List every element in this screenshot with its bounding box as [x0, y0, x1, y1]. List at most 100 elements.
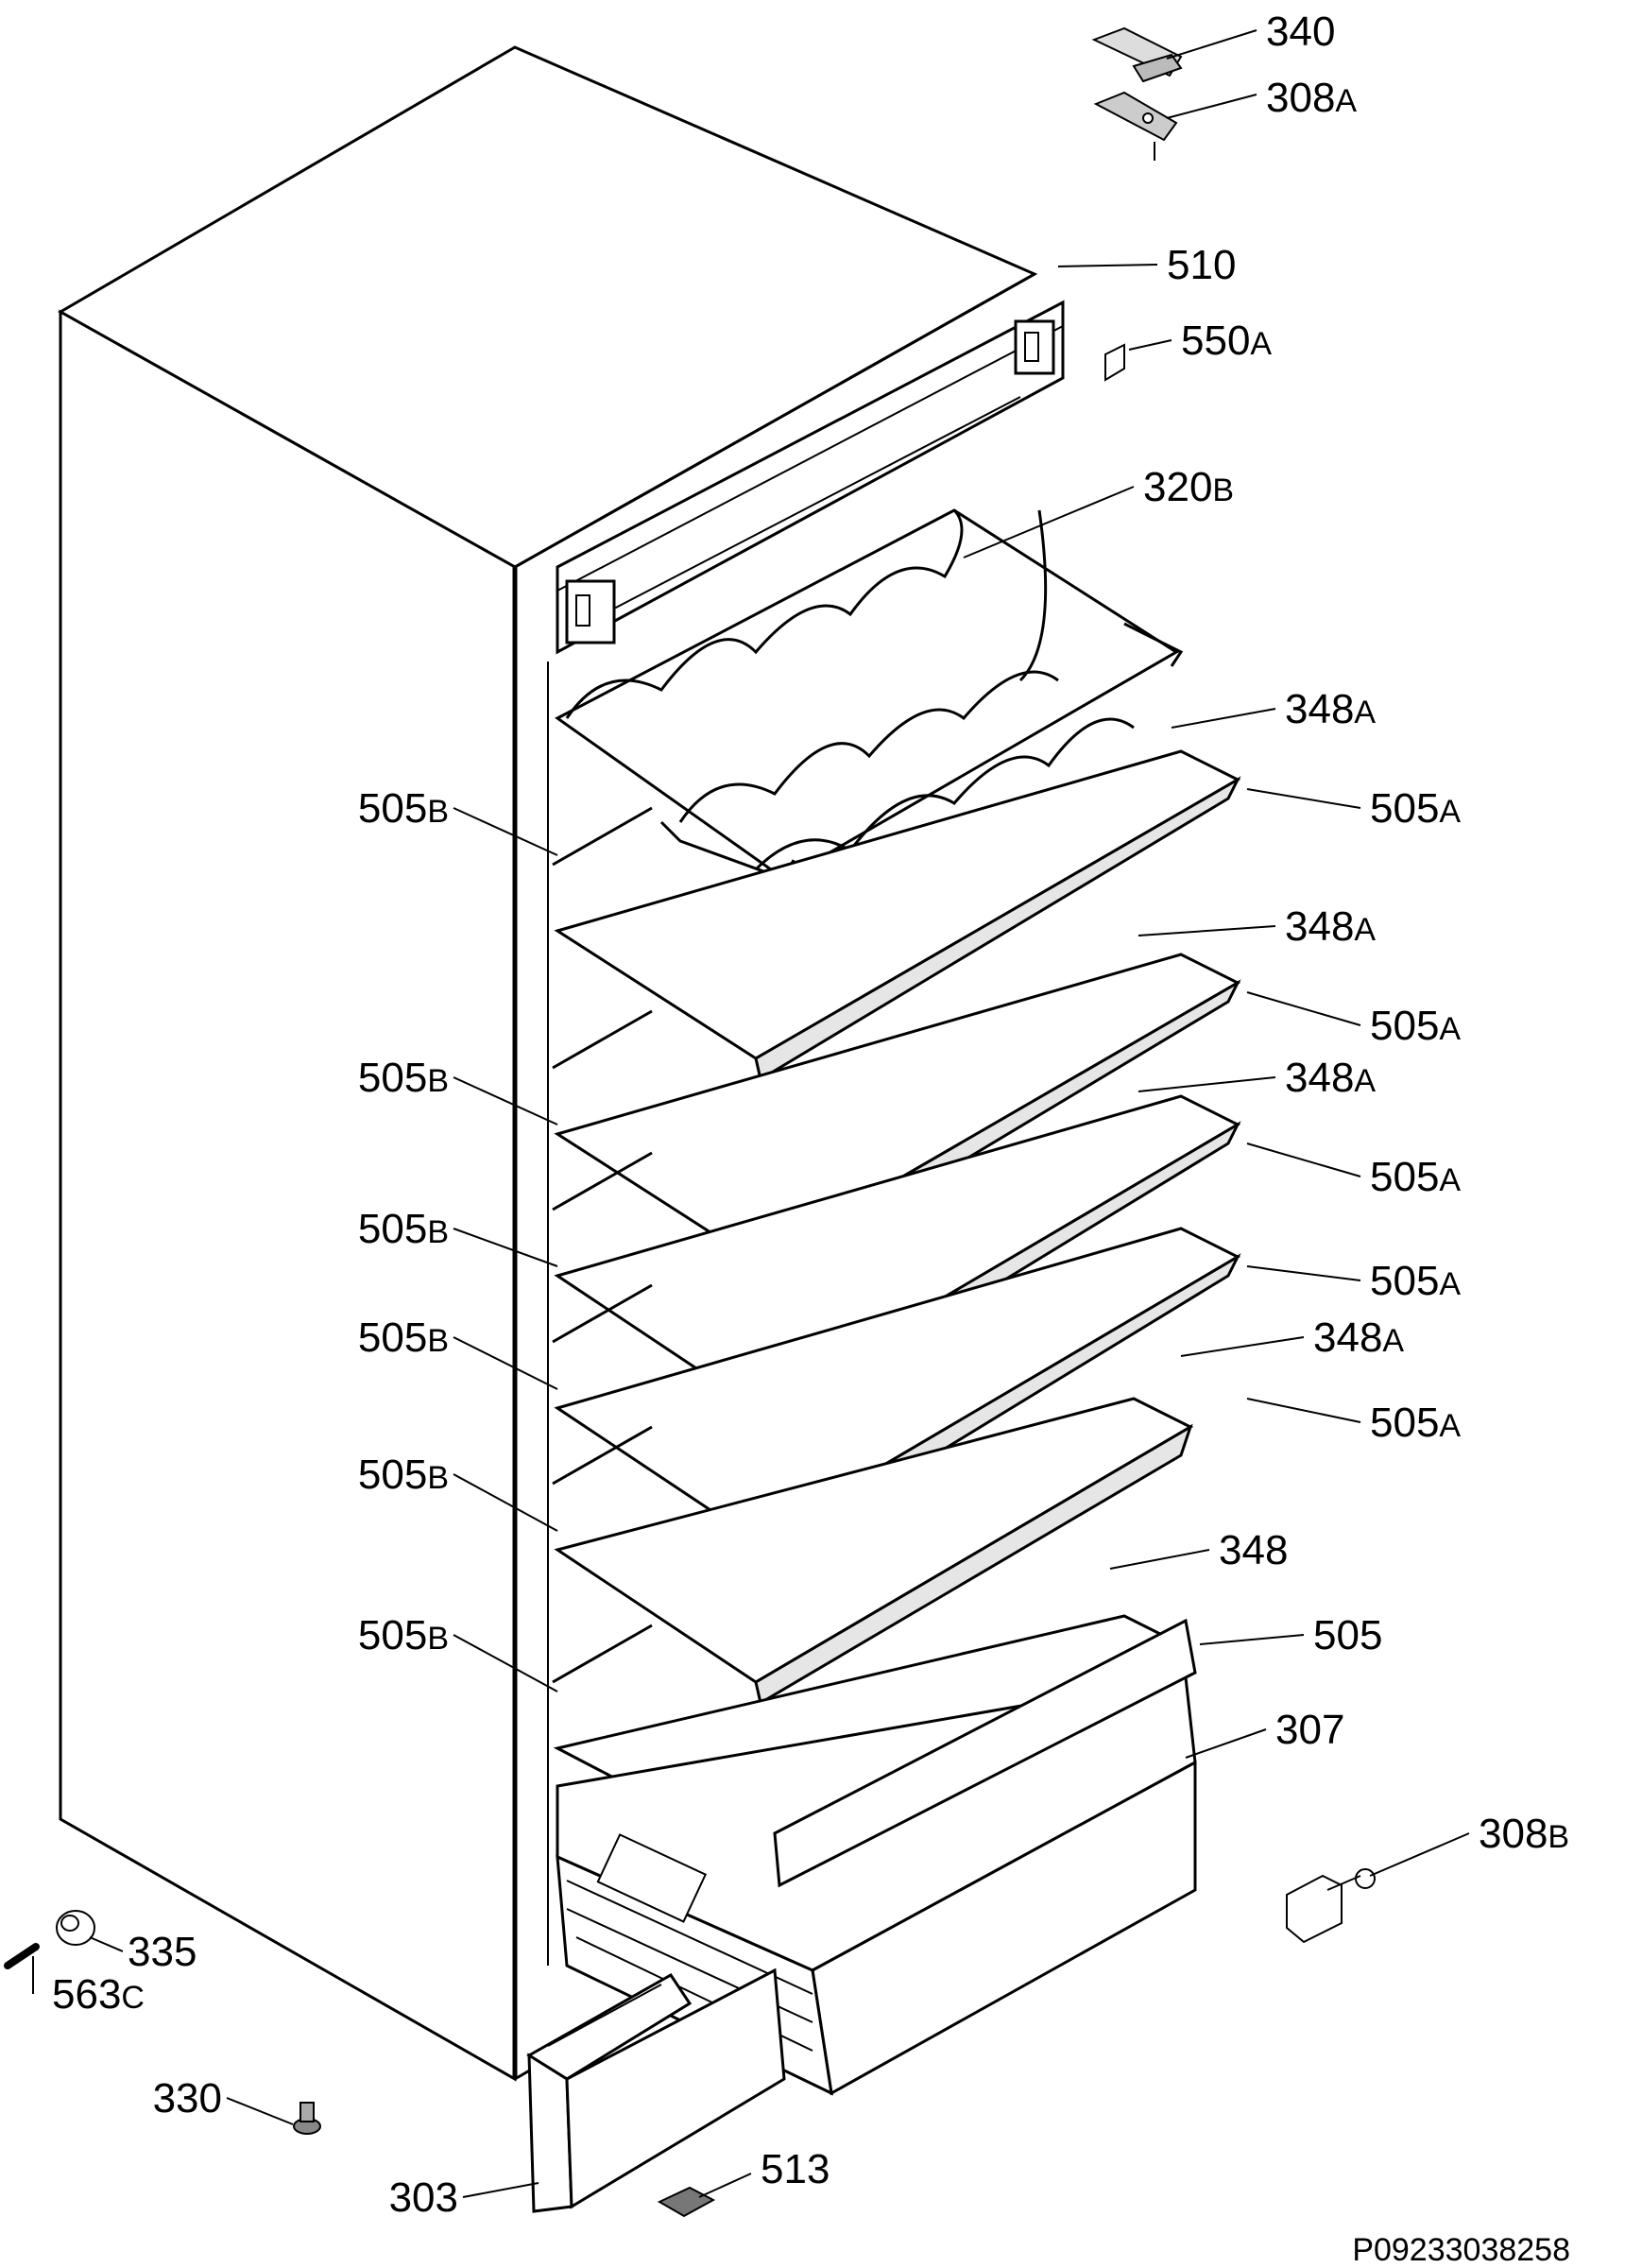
callout: 505A	[1246, 1143, 1461, 1200]
callout-label: 303	[389, 2174, 458, 2221]
part-number: 505	[1370, 1258, 1439, 1304]
callout-label: 505A	[1370, 1258, 1461, 1304]
part-number: 340	[1266, 9, 1335, 55]
callout: 550A	[1128, 318, 1272, 364]
callout: 505B	[358, 1314, 558, 1390]
callout: 303	[389, 2174, 539, 2221]
callout-label: 550A	[1181, 318, 1272, 364]
part-number: 348	[1313, 1314, 1382, 1361]
part-suffix: A	[1439, 1266, 1461, 1302]
callout-label: 505A	[1370, 1400, 1461, 1446]
callout: 505B	[358, 785, 558, 856]
part-number: 510	[1167, 242, 1236, 288]
small-plate-part	[1104, 343, 1125, 382]
callout-label: 340	[1266, 9, 1335, 55]
leader-line	[1180, 1336, 1305, 1357]
hinge-cover-part	[1091, 26, 1183, 83]
leader-line	[1246, 1398, 1361, 1423]
part-suffix: B	[1548, 1819, 1569, 1855]
callout-label: 307	[1275, 1707, 1344, 1753]
callout: 307	[1185, 1707, 1344, 1759]
callout: 320B	[963, 464, 1234, 558]
leader-line	[1369, 1832, 1470, 1877]
callout: 505A	[1246, 785, 1461, 832]
leader-line	[1166, 29, 1257, 60]
leader-line	[963, 486, 1135, 558]
callout: 505B	[358, 1055, 558, 1125]
axle-pin-part	[4, 1943, 40, 1969]
glass-shelf	[552, 1397, 1194, 1706]
part-number: 505	[1313, 1612, 1382, 1658]
part-number: 348	[1219, 1527, 1288, 1573]
callout: 348A	[1138, 903, 1376, 950]
leader-line	[453, 807, 558, 856]
callout-label: 505A	[1370, 1154, 1461, 1200]
part-number: 505	[1370, 1400, 1439, 1446]
callout: 348A	[1138, 1055, 1376, 1101]
callout-label: 510	[1167, 242, 1236, 288]
glass-shelf	[552, 749, 1241, 1082]
callout: 505B	[358, 1452, 558, 1532]
callout: 505A	[1246, 1258, 1461, 1304]
callout-label: 563C	[52, 1971, 145, 2018]
part-suffix: B	[427, 794, 449, 830]
callout-label: 348A	[1285, 686, 1376, 732]
part-number: 330	[153, 2075, 222, 2122]
cabinet-body	[57, 45, 1038, 2082]
callout: 308B	[1369, 1811, 1569, 1877]
callout-label: 308B	[1479, 1811, 1569, 1857]
part-suffix: A	[1439, 1408, 1461, 1444]
callout-label: 505A	[1370, 785, 1461, 832]
part-number: 505	[1370, 1154, 1439, 1200]
callout: 505A	[1246, 1398, 1461, 1446]
callout: 505A	[1246, 991, 1461, 1049]
callout-label: 505B	[358, 1055, 449, 1101]
callout-label: 505B	[358, 1206, 449, 1252]
part-number: 308	[1479, 1811, 1548, 1857]
leader-line	[453, 1336, 558, 1390]
part-suffix: A	[1439, 794, 1461, 830]
leader-line	[1109, 1549, 1210, 1570]
callout-label: 505B	[358, 1314, 449, 1361]
leader-line	[453, 1076, 558, 1125]
leader-line	[453, 1634, 558, 1692]
foot-bolt-part	[293, 2102, 321, 2135]
leader-line	[1138, 1076, 1276, 1092]
part-suffix: A	[1250, 326, 1272, 362]
part-suffix: A	[1439, 1162, 1461, 1198]
wine-rack	[555, 508, 1184, 881]
part-number: 505	[1370, 1003, 1439, 1049]
leader-line	[89, 1936, 124, 1952]
part-number: 505	[358, 1612, 427, 1658]
leader-line	[1128, 339, 1172, 351]
part-number: 563	[52, 1971, 121, 2018]
part-number: 335	[128, 1929, 197, 1975]
callout-label: 348A	[1285, 903, 1376, 950]
callout: 505	[1199, 1612, 1382, 1658]
light-bar	[556, 300, 1065, 655]
part-number: 303	[389, 2174, 458, 2221]
callout-label: 308A	[1266, 75, 1357, 121]
callout-label: 505	[1313, 1612, 1382, 1658]
part-suffix: B	[427, 1063, 449, 1099]
leader-line	[1199, 1634, 1305, 1645]
leader-line	[1166, 94, 1257, 119]
roller-part	[56, 1910, 95, 1946]
part-suffix: B	[427, 1460, 449, 1496]
callout-label: 505B	[358, 785, 449, 832]
leader-line	[1246, 991, 1361, 1026]
leader-line	[1138, 925, 1276, 936]
part-number: 550	[1181, 318, 1250, 364]
part-number: 320	[1143, 464, 1212, 510]
leader-line	[1057, 264, 1158, 267]
leader-line	[1246, 1265, 1361, 1281]
callout-label: 348A	[1285, 1055, 1376, 1101]
leader-line	[226, 2097, 294, 2125]
part-suffix: B	[427, 1621, 449, 1657]
part-number: 348	[1285, 686, 1354, 732]
callout: 348A	[1180, 1314, 1404, 1361]
callout: 505B	[358, 1612, 558, 1692]
callout-labels: 340308A510550A320B348A505A505B348A505A50…	[32, 9, 1569, 2221]
part-suffix: A	[1354, 1063, 1376, 1099]
